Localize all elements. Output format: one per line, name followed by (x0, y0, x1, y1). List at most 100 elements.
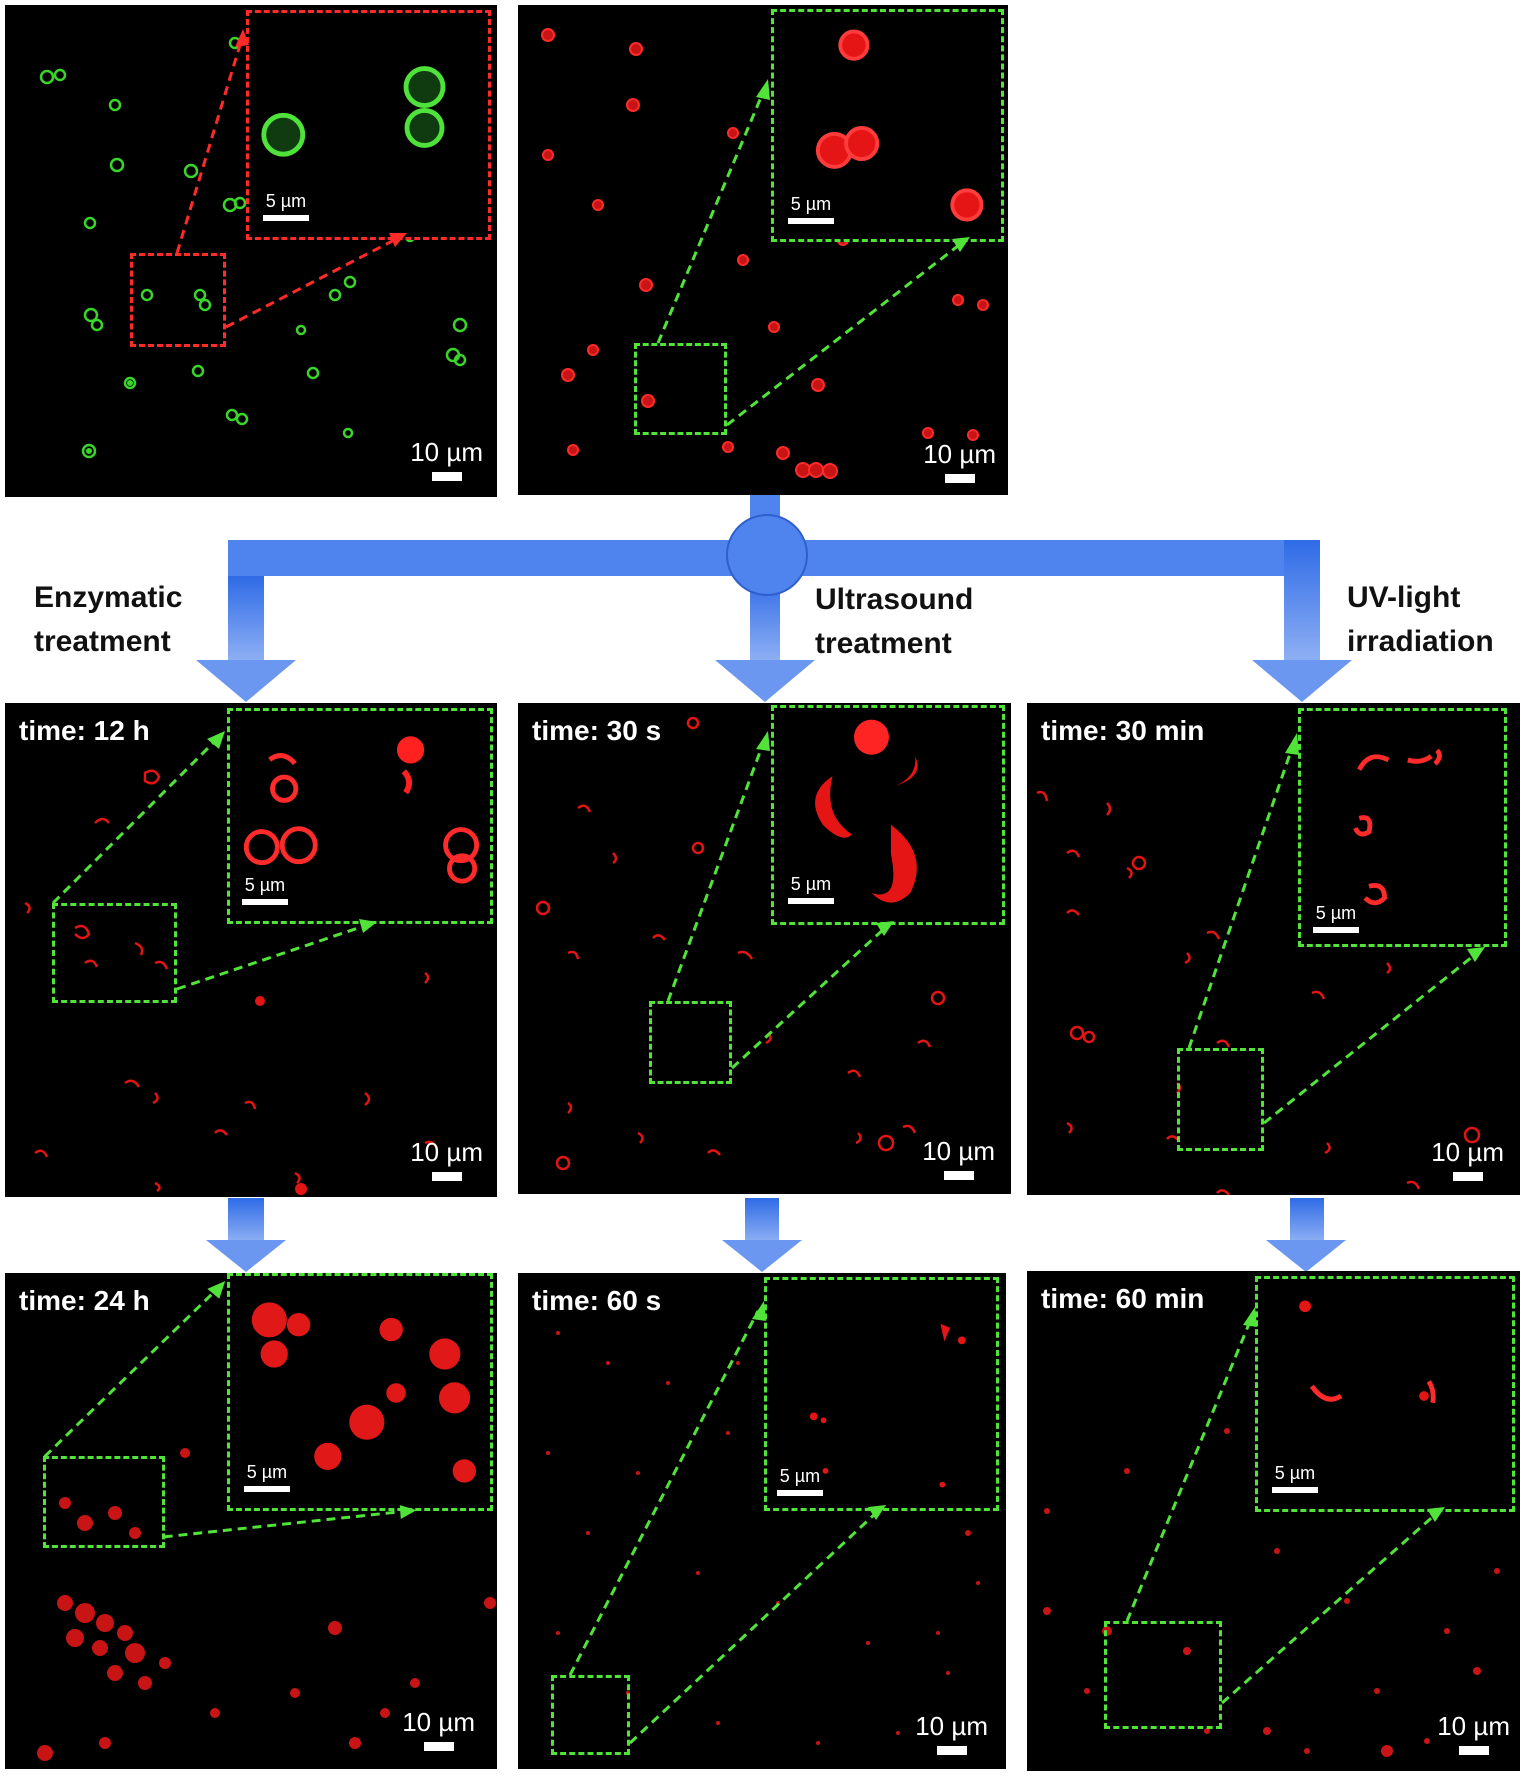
inset-uv-fragments (1353, 748, 1442, 906)
zoom-inset: 5 µm (1255, 1276, 1515, 1512)
branch-left-head (196, 660, 296, 702)
scale-bar-inset-line (1313, 927, 1359, 933)
time-label: time: 30 s (532, 715, 662, 746)
scale-bar-line (431, 1172, 462, 1181)
inset-green-capsules (261, 66, 446, 157)
scale-bar-inset-label: 5 µm (1315, 903, 1357, 923)
scale-bar: 10 µm (923, 439, 996, 483)
label-enzymatic-line2: treatment (34, 625, 171, 658)
scale-bar-inset-line (788, 218, 834, 224)
scale-bar-inset-label: 5 µm (790, 874, 832, 894)
roi-box (551, 1675, 630, 1755)
label-enzymatic: Enzymatic treatment (34, 576, 182, 664)
panel-enzymatic-24h: time: 24 h 5 µm 10 µm (5, 1273, 497, 1769)
zoom-inset: 5 µm (246, 10, 491, 240)
inset-debris (251, 1302, 476, 1483)
scale-bar-inset-line (242, 899, 288, 905)
scale-bar: 10 µm (410, 1137, 483, 1181)
scale-bar-inset-line (1272, 1487, 1318, 1493)
scale-bar-inset: 5 µm (788, 874, 834, 904)
zoom-inset: 5 µm (764, 1277, 999, 1511)
roi-box (130, 253, 226, 347)
scale-bar-line (431, 472, 462, 481)
inset-red-capsules (815, 29, 984, 222)
scale-bar-label: 10 µm (1431, 1137, 1504, 1167)
scale-bar-inset: 5 µm (1313, 903, 1359, 933)
scale-bar-inset-line (788, 898, 834, 904)
roi-box (43, 1456, 165, 1548)
branch-right-shaft (1284, 540, 1320, 662)
scale-bar-inset: 5 µm (788, 194, 834, 224)
time-label: time: 30 min (1041, 715, 1205, 746)
scale-bar-inset: 5 µm (244, 1462, 290, 1492)
scale-bar-line (1452, 1172, 1483, 1181)
inset-uv-debris (1299, 1300, 1436, 1404)
arrow-row2-right (1266, 1198, 1346, 1272)
time-label: time: 24 h (19, 1285, 150, 1316)
inset-fragments (815, 719, 918, 903)
scale-bar-inset: 5 µm (777, 1466, 823, 1496)
branch-left-shaft (228, 576, 264, 662)
panel-ultrasound-60s: time: 60 s 5 µm 10 µm (518, 1273, 1006, 1769)
label-ultrasound-line1: Ultrasound (815, 583, 974, 616)
arrow-row2-left (206, 1198, 286, 1272)
scale-bar-inset-label: 5 µm (1274, 1463, 1316, 1483)
scale-bar-inset-label: 5 µm (790, 194, 832, 214)
scale-bar-label: 10 µm (922, 1136, 995, 1166)
scale-bar-inset-label: 5 µm (244, 875, 286, 895)
scale-bar-line (936, 1746, 967, 1755)
scale-bar-line (943, 1171, 974, 1180)
branch-right-head (1252, 660, 1352, 702)
inset-degraded-capsules (243, 736, 480, 884)
scale-bar-line (1458, 1746, 1489, 1755)
scale-bar-label: 10 µm (402, 1707, 475, 1737)
scale-bar: 10 µm (1437, 1711, 1510, 1755)
label-uv: UV-light irradiation (1347, 576, 1494, 664)
scale-bar-label: 10 µm (1437, 1711, 1510, 1741)
scale-bar-inset: 5 µm (263, 191, 309, 221)
zoom-inset: 5 µm (1298, 708, 1507, 947)
time-label: time: 60 s (532, 1285, 662, 1316)
panel-uv-30min: time: 30 min 5 µm 10 µm (1027, 703, 1520, 1195)
panel-ultrasound-30s: time: 30 s 5 µm 10 µm (518, 703, 1011, 1194)
scale-bar: 10 µm (410, 437, 483, 481)
scale-bar-label: 10 µm (410, 437, 483, 467)
scale-bar-label: 10 µm (410, 1137, 483, 1167)
scale-bar-inset-label: 5 µm (265, 191, 307, 211)
scale-bar-inset: 5 µm (1272, 1463, 1318, 1493)
panel-red-capsules: 5 µm 10 µm (518, 5, 1008, 495)
scale-bar: 10 µm (402, 1707, 475, 1751)
zoom-inset: 5 µm (771, 9, 1004, 242)
label-uv-line2: irradiation (1347, 625, 1494, 658)
time-label: time: 60 min (1041, 1283, 1205, 1314)
branch-hub-circle (726, 514, 808, 596)
inset-fine-debris (809, 1323, 966, 1488)
scale-bar-inset: 5 µm (242, 875, 288, 905)
scale-bar-inset-line (244, 1486, 290, 1492)
label-ultrasound-line2: treatment (815, 627, 952, 660)
scale-bar-inset-line (777, 1490, 823, 1496)
branch-middle-head (715, 660, 815, 702)
time-label: time: 12 h (19, 715, 150, 746)
scale-bar-line (423, 1742, 454, 1751)
panel-green-capsules: 5 µm 10 µm (5, 5, 497, 497)
zoom-inset: 5 µm (227, 1273, 493, 1511)
scale-bar-inset-label: 5 µm (246, 1462, 288, 1482)
label-enzymatic-line1: Enzymatic (34, 581, 183, 614)
roi-box (1104, 1621, 1222, 1729)
roi-box (1177, 1048, 1264, 1151)
panel-enzymatic-12h: time: 12 h 5 µm 10 µm (5, 703, 497, 1197)
scale-bar-label: 10 µm (915, 1711, 988, 1741)
arrow-row2-middle (722, 1198, 802, 1272)
scale-bar: 10 µm (922, 1136, 995, 1180)
label-uv-line1: UV-light (1347, 581, 1461, 614)
roi-box (634, 343, 727, 435)
label-ultrasound: Ultrasound treatment (815, 578, 973, 666)
panel-uv-60min: time: 60 min 5 µm 10 µm (1027, 1271, 1520, 1771)
scale-bar-inset-label: 5 µm (779, 1466, 821, 1486)
roi-box (649, 1001, 732, 1084)
zoom-inset: 5 µm (227, 708, 493, 924)
roi-box (52, 903, 177, 1003)
